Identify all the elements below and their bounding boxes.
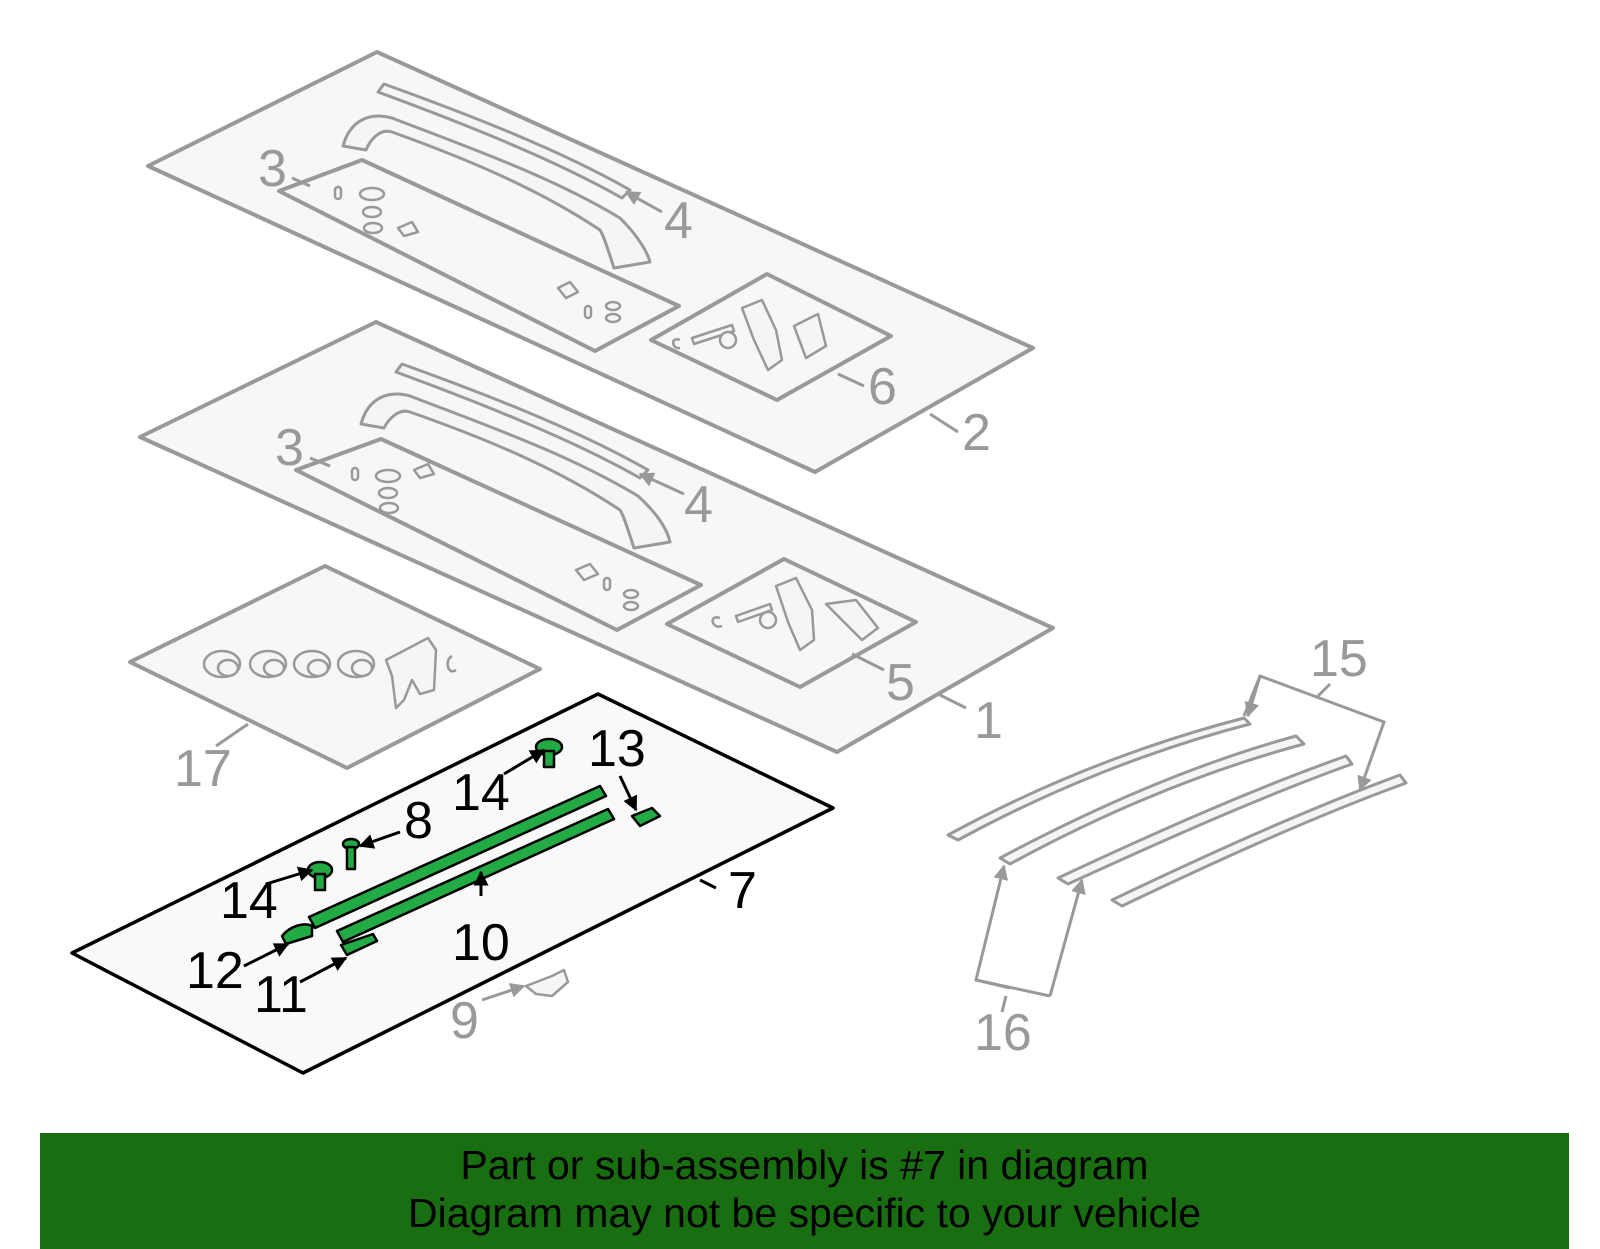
callout-10: 10 — [452, 914, 510, 972]
rail-strip-4-top — [376, 82, 632, 200]
callout-labels: 3 4 6 2 3 4 5 1 17 9 15 16 13 14 8 7 14 … — [174, 140, 1368, 1062]
crossbar-4-top — [341, 114, 652, 270]
rail-strip-4-middle — [394, 362, 650, 480]
callout-4-middle: 4 — [684, 476, 713, 534]
hardware-kit-3-middle — [294, 437, 703, 632]
banner-line-1: Part or sub-assembly is #7 in diagram — [460, 1142, 1149, 1188]
callout-14-lower: 14 — [220, 872, 278, 930]
crossbar-4-middle — [359, 392, 672, 550]
callout-2: 2 — [962, 404, 991, 462]
callout-5: 5 — [886, 654, 915, 712]
leader-lines-inactive — [215, 176, 1386, 1013]
end-cap-12 — [280, 923, 314, 946]
callout-13: 13 — [588, 720, 646, 778]
callout-17: 17 — [174, 740, 232, 798]
callout-7: 7 — [728, 862, 757, 920]
assembly-2-panel — [146, 50, 1035, 474]
callout-15: 15 — [1310, 630, 1368, 688]
info-banner: Part or sub-assembly is #7 in diagram Di… — [40, 1133, 1569, 1249]
leader-lines-active — [243, 748, 717, 984]
banner-line-2: Diagram may not be specific to your vehi… — [407, 1190, 1201, 1236]
end-cap-13 — [630, 806, 662, 828]
clip-9 — [524, 968, 570, 998]
molding-set-15-16 — [946, 716, 1408, 908]
callout-16: 16 — [974, 1004, 1032, 1062]
assembly-1-panel — [138, 320, 1055, 754]
molding-strip-a — [946, 716, 1252, 842]
callout-3-middle: 3 — [275, 419, 304, 477]
roof-rail-upper — [307, 784, 608, 930]
callout-8: 8 — [404, 792, 433, 850]
molding-strip-b — [998, 734, 1306, 866]
callout-9: 9 — [450, 992, 479, 1050]
callout-4-top: 4 — [664, 192, 693, 250]
callout-11: 11 — [254, 966, 308, 1024]
molding-strip-c — [1056, 754, 1354, 886]
molding-strip-d — [1110, 773, 1408, 908]
callout-1: 1 — [974, 692, 1003, 750]
end-cap-11 — [339, 932, 379, 957]
fastener-kit-17 — [128, 564, 542, 770]
callout-6: 6 — [868, 358, 897, 416]
callout-14-upper: 14 — [452, 764, 510, 822]
callout-3-top: 3 — [258, 140, 287, 198]
callout-12: 12 — [186, 942, 244, 1000]
